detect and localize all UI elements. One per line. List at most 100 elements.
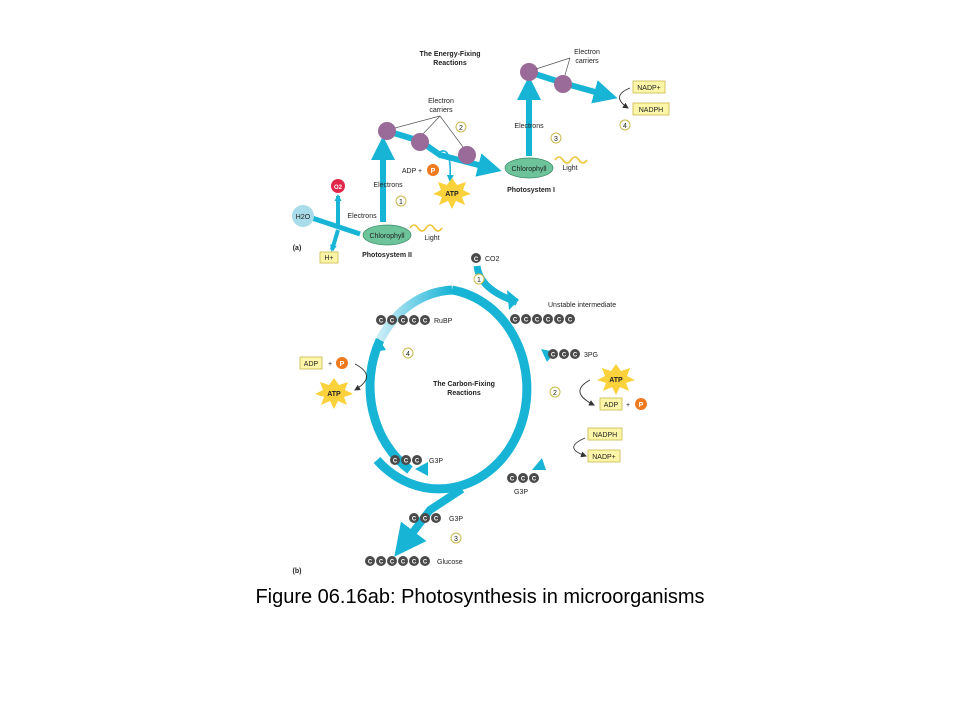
electron-carriers-2-line2: carriers xyxy=(575,58,599,65)
step-a4: 4 xyxy=(623,123,627,130)
step-b3-badge xyxy=(450,532,462,544)
plus-left: + xyxy=(328,361,332,368)
photosystem-ii-label: Photosystem II xyxy=(362,252,412,259)
h-plus-label: H+ xyxy=(324,255,333,262)
carbon-atom-letter: C xyxy=(573,353,578,359)
g3p-left-label: G3P xyxy=(429,458,443,465)
atp-regen-arrow-left xyxy=(354,363,367,391)
step-b4-badge xyxy=(402,347,414,359)
carbon-atom-letter: C xyxy=(404,459,409,465)
carbon-atom-letter: C xyxy=(423,517,428,523)
light-psi-label: Light xyxy=(562,165,577,172)
nadp-plus-b-label: NADP+ xyxy=(592,454,616,461)
carbon-atom-letter: C xyxy=(412,517,417,523)
calvin-cycle-arrow xyxy=(373,285,532,494)
adp-right-label: ADP xyxy=(604,402,619,409)
atp-star-a xyxy=(433,178,471,209)
figure-caption: Figure 06.16ab: Photosynthesis in microo… xyxy=(255,586,705,608)
co2-carbon xyxy=(471,253,481,263)
carbon-atom-letter: C xyxy=(524,318,529,324)
g3p-right-label: G3P xyxy=(514,489,528,496)
electron-carriers-1-line1: Electron xyxy=(428,98,454,105)
panel-a: The Energy-Fixing Reactions H2O O2 H+ El… xyxy=(292,49,670,264)
rubp-chain xyxy=(376,315,430,325)
adp-plus-label: ADP + xyxy=(402,168,422,175)
carbon-atom-letter: C xyxy=(368,560,373,566)
chlorophyll-psii-label: Chlorophyll xyxy=(369,233,404,240)
electron-carrier-5 xyxy=(554,75,572,93)
carbon-atom-letter: C xyxy=(562,353,567,359)
atp-formation-arrow xyxy=(435,150,454,182)
step-b4: 4 xyxy=(406,351,410,358)
o2-label: O2 xyxy=(334,185,343,191)
carbon-atom-letter: C xyxy=(510,477,515,483)
carbon-atom-letter: C xyxy=(434,517,439,523)
nadph-a-label: NADPH xyxy=(639,107,664,114)
electrons-label-1: Electrons xyxy=(347,213,377,220)
adp-left-label: ADP xyxy=(304,361,319,368)
adp-box-right xyxy=(599,397,623,411)
electron-carrier-2 xyxy=(411,133,429,151)
calvin-cycle-left-arc xyxy=(365,338,413,474)
atp-use-arrow-right xyxy=(579,379,595,406)
pg3-chain xyxy=(548,349,580,359)
step-a4-badge xyxy=(619,119,631,131)
atp-b-left-label: ATP xyxy=(327,391,341,398)
nadph-b-label: NADPH xyxy=(593,432,618,439)
calvin-cycle-top-arc xyxy=(375,285,453,343)
panel-b-title-line2: Reactions xyxy=(447,390,481,397)
cycle-arrowhead-bottom xyxy=(532,458,546,470)
electron-carrier-4 xyxy=(520,63,538,81)
chlorophyll-psi-label: Chlorophyll xyxy=(511,166,546,173)
nadph-box-b xyxy=(587,427,623,441)
carbon-atom-letter: C xyxy=(546,318,551,324)
carbon-atom-letter: C xyxy=(401,560,406,566)
carbon-atom-letter: C xyxy=(551,353,556,359)
nadp-plus-a-label: NADP+ xyxy=(637,85,661,92)
g3p-right-chain xyxy=(507,473,539,483)
nadp-plus-box-b xyxy=(587,449,621,463)
panel-b: C CO2 1 Unstable intermediate 3PG RuBP G… xyxy=(293,253,647,575)
panel-b-title-line1: The Carbon-Fixing xyxy=(433,381,495,388)
atp-a-label: ATP xyxy=(445,191,459,198)
electrons-label-2: Electrons xyxy=(373,182,403,189)
carbon-atom-letter: C xyxy=(379,560,384,566)
unstable-intermediate-chain xyxy=(510,314,575,324)
carbon-atom-letter: C xyxy=(532,477,537,483)
chlorophyll-psi xyxy=(504,157,554,179)
carbon-atom-letter: C xyxy=(513,318,518,324)
h2o-label: H2O xyxy=(296,214,311,221)
panel-a-title-line1: The Energy-Fixing xyxy=(419,51,480,58)
step-b2: 2 xyxy=(553,390,557,397)
carbon-atom-letter: C xyxy=(535,318,540,324)
carbon-atom-letter: C xyxy=(390,319,395,325)
step-a1: 1 xyxy=(399,199,403,206)
carbon-atom-letter: C xyxy=(415,459,420,465)
step-a2-badge xyxy=(455,121,467,133)
h-plus-arrow xyxy=(330,229,340,252)
step-a2: 2 xyxy=(459,125,463,132)
panel-a-label: (a) xyxy=(293,245,302,252)
adp-box-left xyxy=(299,356,323,370)
step-b2-badge xyxy=(549,386,561,398)
atp-star-b-left xyxy=(315,378,353,409)
carrier-chain-1-arrow xyxy=(386,128,502,177)
carbon-atom-letter: C xyxy=(521,477,526,483)
phosphate-a-label: P xyxy=(431,168,436,175)
nadph-box-a xyxy=(632,102,670,116)
g3p-out-chain xyxy=(409,513,441,523)
carbon-atom-letter: C xyxy=(557,318,562,324)
g3p-out-label: G3P xyxy=(449,516,463,523)
cycle-arrowhead-left xyxy=(415,462,428,476)
panel-a-title-line2: Reactions xyxy=(433,60,467,67)
atp-b-right-label: ATP xyxy=(609,377,623,384)
electron-carrier-3 xyxy=(458,146,476,164)
electron-carrier-1 xyxy=(378,122,396,140)
nadph-use-arrow xyxy=(573,437,587,458)
carbon-atom-letter: C xyxy=(568,318,573,324)
h2o-molecule xyxy=(292,205,314,227)
light-psii-label: Light xyxy=(424,235,439,242)
electron-carriers-2-line1: Electron xyxy=(574,49,600,56)
glucose-label: Glucose xyxy=(437,559,463,566)
